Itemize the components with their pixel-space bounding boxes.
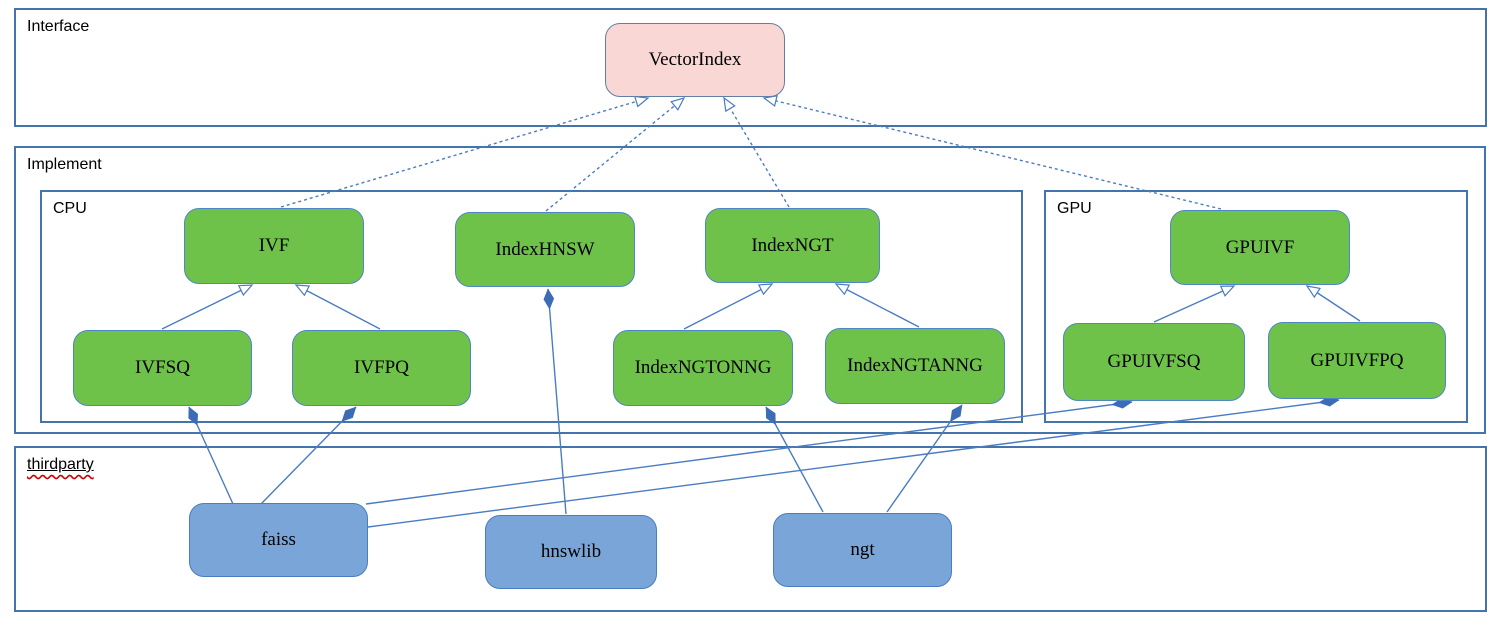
- edge-faiss-GPUIVFSQ: [365, 402, 1132, 505]
- edge-IndexNGT-VectorIndex: [724, 98, 790, 208]
- edge-IVFSQ-IVF: [161, 285, 252, 330]
- node-GPUIVFSQ[interactable]: GPUIVFSQ: [1063, 323, 1245, 401]
- node-label: IndexNGTANNG: [847, 355, 983, 376]
- node-GPUIVFPQ[interactable]: GPUIVFPQ: [1268, 322, 1446, 399]
- node-IVFPQ[interactable]: IVFPQ: [292, 330, 471, 406]
- container-interface: Interface: [14, 8, 1487, 127]
- node-label: IndexNGTONNG: [634, 357, 772, 378]
- edge-faiss-IVFPQ: [260, 406, 357, 505]
- edge-faiss-IVFSQ: [189, 407, 234, 505]
- edge-ngt-IndexNGTONNG: [765, 407, 824, 513]
- container-gpu: GPU: [1044, 190, 1468, 423]
- node-faiss[interactable]: faiss: [189, 503, 368, 577]
- edge-GPUIVFSQ-GPUIVF: [1153, 285, 1234, 323]
- node-label: ngt: [850, 539, 875, 560]
- container-cpu: CPU: [40, 190, 1023, 423]
- node-label: IndexNGT: [751, 234, 834, 256]
- edge-IndexNGTONNG-IndexNGT: [683, 284, 772, 330]
- node-label: hnswlib: [540, 541, 602, 562]
- node-label: IVFPQ: [354, 357, 409, 378]
- spellcheck-squiggle: thirdparty: [27, 456, 94, 473]
- node-label: faiss: [261, 529, 296, 550]
- node-label: IVF: [258, 235, 290, 256]
- container-label-implement: Implement: [27, 156, 102, 173]
- node-label: GPUIVFPQ: [1310, 349, 1404, 371]
- container-label-cpu: CPU: [53, 200, 87, 217]
- node-hnswlib[interactable]: hnswlib: [485, 515, 657, 589]
- edge-ngt-IndexNGTANNG: [886, 405, 963, 513]
- edge-hnswlib-IndexHNSW: [548, 289, 567, 515]
- node-IVFSQ[interactable]: IVFSQ: [73, 330, 252, 406]
- node-IndexHNSW[interactable]: IndexHNSW: [455, 212, 635, 287]
- node-IndexNGTONNG[interactable]: IndexNGTONNG: [613, 330, 793, 406]
- node-label: GPUIVFSQ: [1107, 351, 1201, 372]
- edge-GPUIVF-VectorIndex: [764, 98, 1222, 210]
- container-label-gpu: GPU: [1057, 200, 1092, 217]
- node-IndexNGTANNG[interactable]: IndexNGTANNG: [825, 328, 1005, 404]
- edge-GPUIVFPQ-GPUIVF: [1307, 286, 1361, 322]
- container-label-thirdparty: thirdparty: [27, 455, 94, 474]
- node-IndexNGT[interactable]: IndexNGT: [705, 208, 880, 283]
- node-label: VectorIndex: [648, 49, 742, 70]
- node-label: GPUIVF: [1225, 236, 1295, 258]
- node-GPUIVF[interactable]: GPUIVF: [1170, 210, 1350, 285]
- node-label: IndexHNSW: [495, 238, 595, 260]
- node-IVF[interactable]: IVF: [184, 208, 364, 284]
- node-ngt[interactable]: ngt: [773, 513, 952, 587]
- node-label: IVFSQ: [135, 357, 190, 378]
- edge-IndexNGTANNG-IndexNGT: [836, 284, 920, 328]
- edge-IVF-VectorIndex: [280, 98, 648, 208]
- node-VectorIndex[interactable]: VectorIndex: [605, 23, 785, 97]
- edge-IVFPQ-IVF: [296, 285, 381, 330]
- edge-faiss-GPUIVFPQ: [367, 400, 1339, 528]
- container-implement: Implement: [14, 146, 1486, 434]
- container-thirdparty: thirdparty: [14, 446, 1487, 612]
- container-label-interface: Interface: [27, 18, 90, 35]
- edge-IndexHNSW-VectorIndex: [545, 98, 684, 212]
